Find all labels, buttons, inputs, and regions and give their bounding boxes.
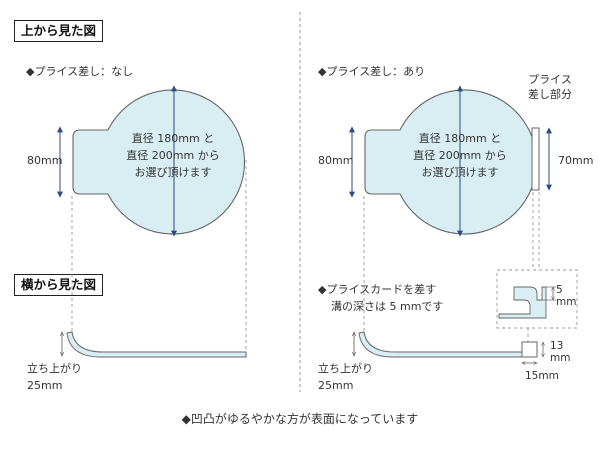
left-side-profile — [66, 331, 247, 358]
right-rise-label-2: 25mm — [318, 379, 353, 392]
price-slot-label-1: プライス — [528, 73, 572, 86]
left-rise-label-1: 立ち上がり — [27, 361, 82, 375]
top-view-title: 上から見た図 — [14, 20, 104, 42]
right-tab-height: 80mm — [318, 154, 353, 167]
right-disc-shape — [364, 89, 537, 235]
side-view-title: 横から見た図 — [14, 274, 104, 296]
left-tab-height: 80mm — [27, 154, 62, 167]
left-disc-text-2: 直径 200mm から — [126, 148, 219, 162]
footer-note: ◆凹凸がゆるやかな方が表面になっています — [182, 411, 419, 426]
right-disc-text-3: お選び頂けます — [422, 166, 499, 179]
price-slot-label-2: 差し部分 — [528, 87, 572, 101]
slot-height-unit: mm — [550, 352, 570, 364]
side-slot-block — [521, 341, 538, 358]
card-note-1: ◆プライスカードを差す — [318, 282, 436, 296]
left-disc-text-3: お選び頂けます — [135, 166, 212, 179]
right-rise-label-1: 立ち上がり — [318, 361, 373, 375]
left-disc-shape — [72, 89, 245, 235]
right-disc-text-1: 直径 180mm と — [419, 131, 501, 145]
slot-height-value: 13 — [550, 340, 563, 352]
detail-slot-profile — [498, 286, 547, 319]
groove-depth: 5 — [556, 284, 563, 296]
right-disc-text-2: 直径 200mm から — [413, 148, 506, 162]
price-slot-height: 70mm — [558, 154, 593, 167]
groove-unit: mm — [556, 296, 576, 308]
right-heading: ◆プライス差し：あり — [318, 64, 425, 78]
left-heading: ◆プライス差し：なし — [26, 64, 133, 78]
price-slot-strip — [531, 127, 540, 191]
card-note-2: 溝の深さは 5 mmです — [331, 300, 443, 313]
right-side-profile — [358, 331, 523, 358]
left-rise-label-2: 25mm — [27, 379, 62, 392]
detail-callout-box — [496, 269, 578, 329]
slot-width: 15mm — [525, 370, 559, 382]
left-disc-text-1: 直径 180mm と — [132, 131, 214, 145]
